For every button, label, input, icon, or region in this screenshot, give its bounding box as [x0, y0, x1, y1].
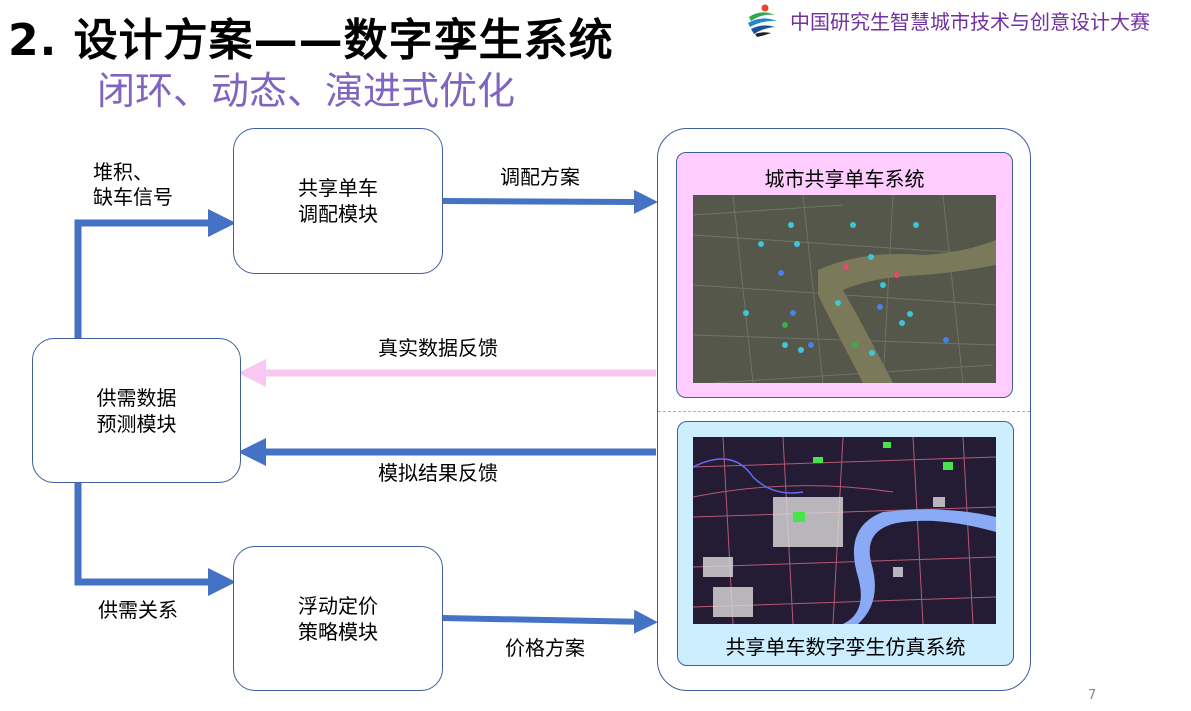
twin-system-panel: 共享单车数字孪生仿真系统	[677, 421, 1014, 666]
satellite-map-image	[693, 195, 996, 383]
page-number: 7	[1088, 688, 1097, 703]
pricing-module: 浮动定价策略模块	[233, 546, 443, 691]
dispatch-module-line1: 共享单车	[298, 176, 378, 200]
dispatch-module-line2: 调配模块	[298, 202, 378, 226]
organization-name: 中国研究生智慧城市技术与创意设计大赛	[790, 10, 1150, 34]
real-feedback-label: 真实数据反馈	[378, 336, 498, 360]
twin-system-title: 共享单车数字孪生仿真系统	[725, 635, 966, 659]
price-plan-arrow	[441, 609, 658, 634]
dispatch-plan-label: 调配方案	[500, 165, 580, 189]
signal-label-line1: 堆积、	[93, 160, 153, 184]
systems-container: 城市共享单车系统 共享单	[657, 128, 1031, 691]
supply-demand-arrow	[74, 482, 236, 596]
price-plan-label: 价格方案	[505, 636, 585, 660]
slide-title: 2. 设计方案——数字孪生系统	[8, 15, 614, 66]
simulation-map-image	[693, 437, 996, 624]
forecast-module-line2: 预测模块	[96, 411, 177, 436]
sim-feedback-label: 模拟结果反馈	[378, 461, 498, 485]
dispatch-plan-arrow	[441, 189, 658, 214]
real-system-title: 城市共享单车系统	[764, 167, 925, 191]
supply-demand-label: 供需关系	[98, 598, 178, 622]
forecast-module-line1: 供需数据	[96, 385, 177, 410]
signal-label-line2: 缺车信号	[93, 185, 173, 209]
signal-arrow	[74, 209, 236, 338]
slide-subtitle: 闭环、动态、演进式优化	[97, 69, 516, 113]
competition-logo-icon	[748, 4, 777, 37]
forecast-module: 供需数据预测模块	[32, 338, 241, 483]
dispatch-module: 共享单车调配模块	[233, 128, 443, 274]
pricing-module-line1: 浮动定价	[298, 593, 378, 618]
signal-label: 堆积、 缺车信号	[93, 160, 173, 210]
real-system-panel: 城市共享单车系统	[676, 152, 1013, 398]
pricing-module-line2: 策略模块	[298, 619, 378, 644]
panel-divider	[658, 411, 1030, 412]
